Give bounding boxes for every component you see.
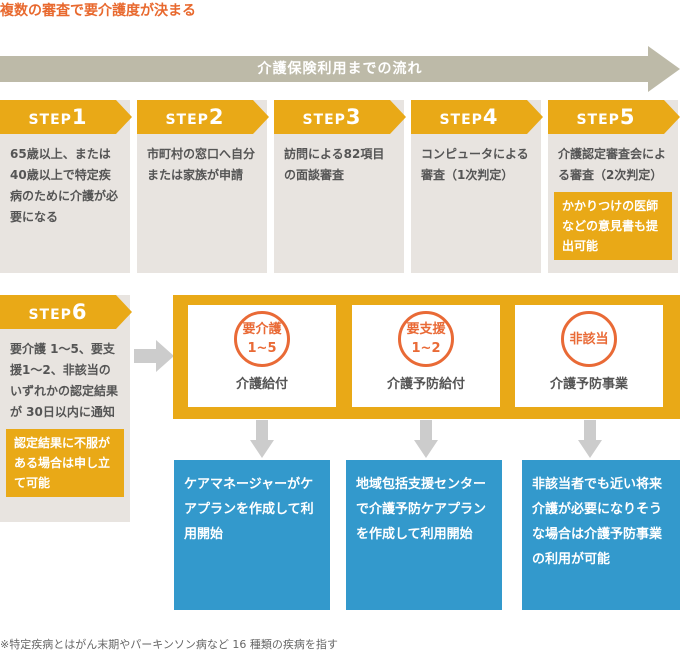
step-text: 要介護 1〜5、要支援1〜2、非該当のいずれかの認定結果が 30日以内に通知 (10, 342, 119, 419)
level-badge: 非該当 (561, 311, 617, 367)
step-text: 訪問による82項目の面談審査 (284, 147, 385, 182)
category-label: 介護予防給付 (386, 377, 465, 392)
step-header: STEP3 (274, 100, 406, 134)
step-text: コンピュータによる審査（1次判定） (421, 147, 529, 182)
right-arrow-icon (134, 340, 174, 372)
down-arrow-icon (250, 420, 274, 458)
step-2: STEP2 市町村の窓口へ自分または家族が申請 (137, 100, 269, 273)
down-arrow-icon (414, 420, 438, 458)
step-text: 介護認定審査会による審査（2次判定） (558, 147, 667, 182)
down-arrow-icon (578, 420, 602, 458)
step-text: 市町村の窓口へ自分または家族が申請 (147, 147, 256, 182)
step-note: 認定結果に不服がある場合は申し立て可能 (6, 429, 124, 497)
step-3: STEP3 訪問による82項目の面談審査 (274, 100, 406, 273)
step-header: STEP4 (411, 100, 543, 134)
outcome-support: 地域包括支援センターで介護予防ケアプランを作成して利用開始 (346, 460, 502, 610)
page-title: 複数の審査で要介護度が決まる (0, 3, 196, 19)
step-note: かかりつけの医師などの意見書も提出可能 (554, 192, 672, 260)
category-none: 非該当 介護予防事業 (515, 305, 663, 407)
step-header: STEP1 (0, 100, 132, 134)
step-header: STEP2 (137, 100, 269, 134)
category-label: 介護予防事業 (549, 377, 628, 392)
step-5: STEP5 介護認定審査会による審査（2次判定） かかりつけの医師などの意見書も… (548, 100, 680, 273)
category-label: 介護給付 (235, 377, 288, 392)
step-1: STEP1 65歳以上、または40歳以上で特定疾病のために介護が必要になる (0, 100, 132, 273)
step-4: STEP4 コンピュータによる審査（1次判定） (411, 100, 543, 273)
footnote: ※特定疾病とはがん末期やパーキンソン病など 16 種類の疾病を指す (0, 638, 338, 651)
step-6: STEP6 要介護 1〜5、要支援1〜2、非該当のいずれかの認定結果が 30日以… (0, 295, 132, 522)
step-header: STEP5 (548, 100, 680, 134)
outcome-none: 非該当者でも近い将来介護が必要になりそうな場合は介護予防事業の利用が可能 (522, 460, 680, 610)
outcome-care: ケアマネージャーがケアプランを作成して利用開始 (174, 460, 330, 610)
step-text: 65歳以上、または40歳以上で特定疾病のために介護が必要になる (10, 147, 119, 224)
flow-banner-label: 介護保険利用までの流れ (257, 61, 423, 77)
flow-banner-arrow-icon (0, 46, 680, 92)
step-header: STEP6 (0, 295, 132, 329)
